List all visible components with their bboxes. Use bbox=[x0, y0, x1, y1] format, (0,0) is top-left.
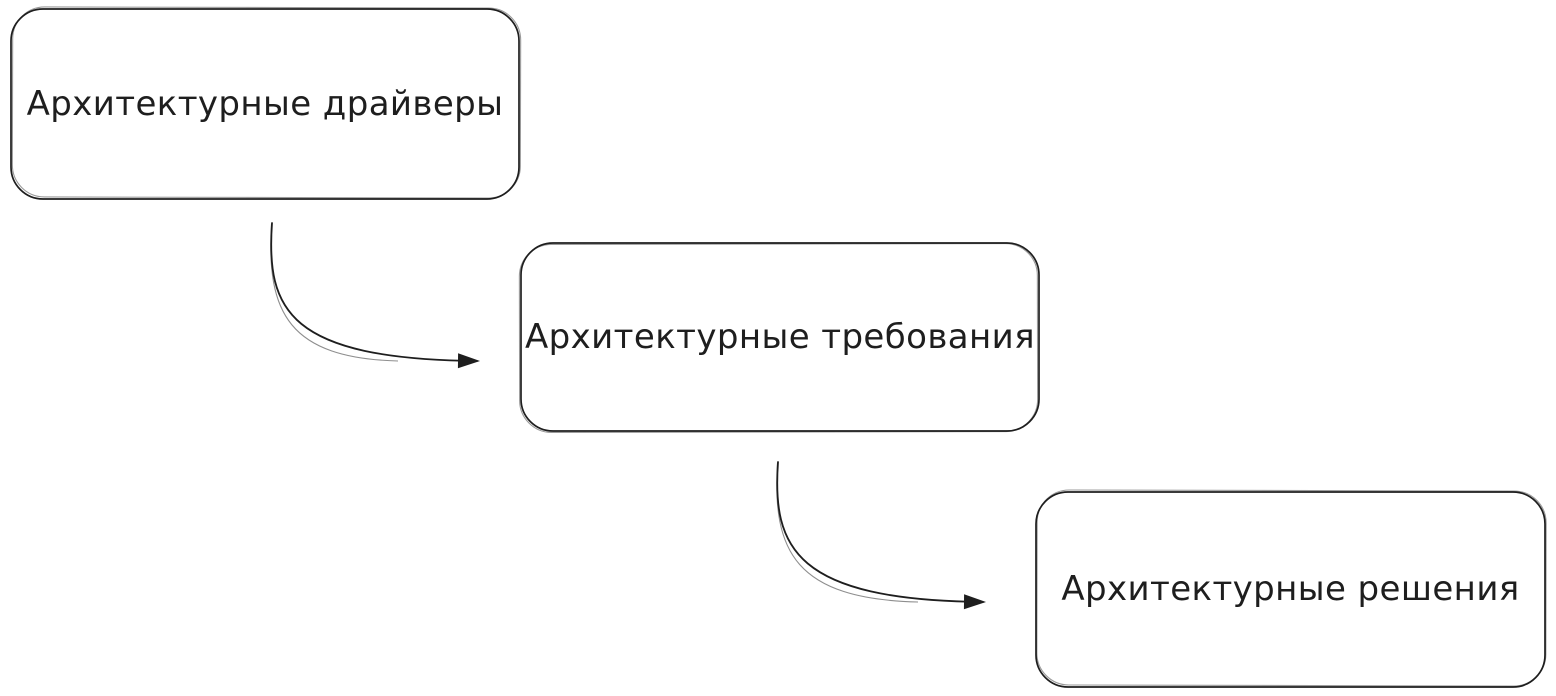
node-architectural-decisions[interactable] bbox=[1035, 489, 1547, 688]
node-box-requirements bbox=[520, 242, 1040, 432]
node-box-decisions bbox=[1035, 491, 1546, 688]
node-architectural-drivers[interactable] bbox=[10, 6, 522, 200]
edge-sketch-line bbox=[270, 223, 399, 362]
edge-requirements-to-decisions[interactable] bbox=[776, 461, 986, 610]
edge-arrow-line bbox=[270, 222, 480, 369]
edge-sketch-line bbox=[776, 462, 919, 603]
node-box-drivers-sketch-line bbox=[11, 6, 522, 199]
node-box-drivers bbox=[10, 8, 520, 200]
node-box-requirements-sketch-line bbox=[518, 242, 1039, 434]
edge-drivers-to-requirements[interactable] bbox=[270, 222, 480, 369]
node-box-decisions-sketch-line bbox=[1036, 489, 1547, 687]
node-architectural-requirements[interactable] bbox=[518, 242, 1040, 434]
edge-arrow-line bbox=[776, 461, 986, 610]
